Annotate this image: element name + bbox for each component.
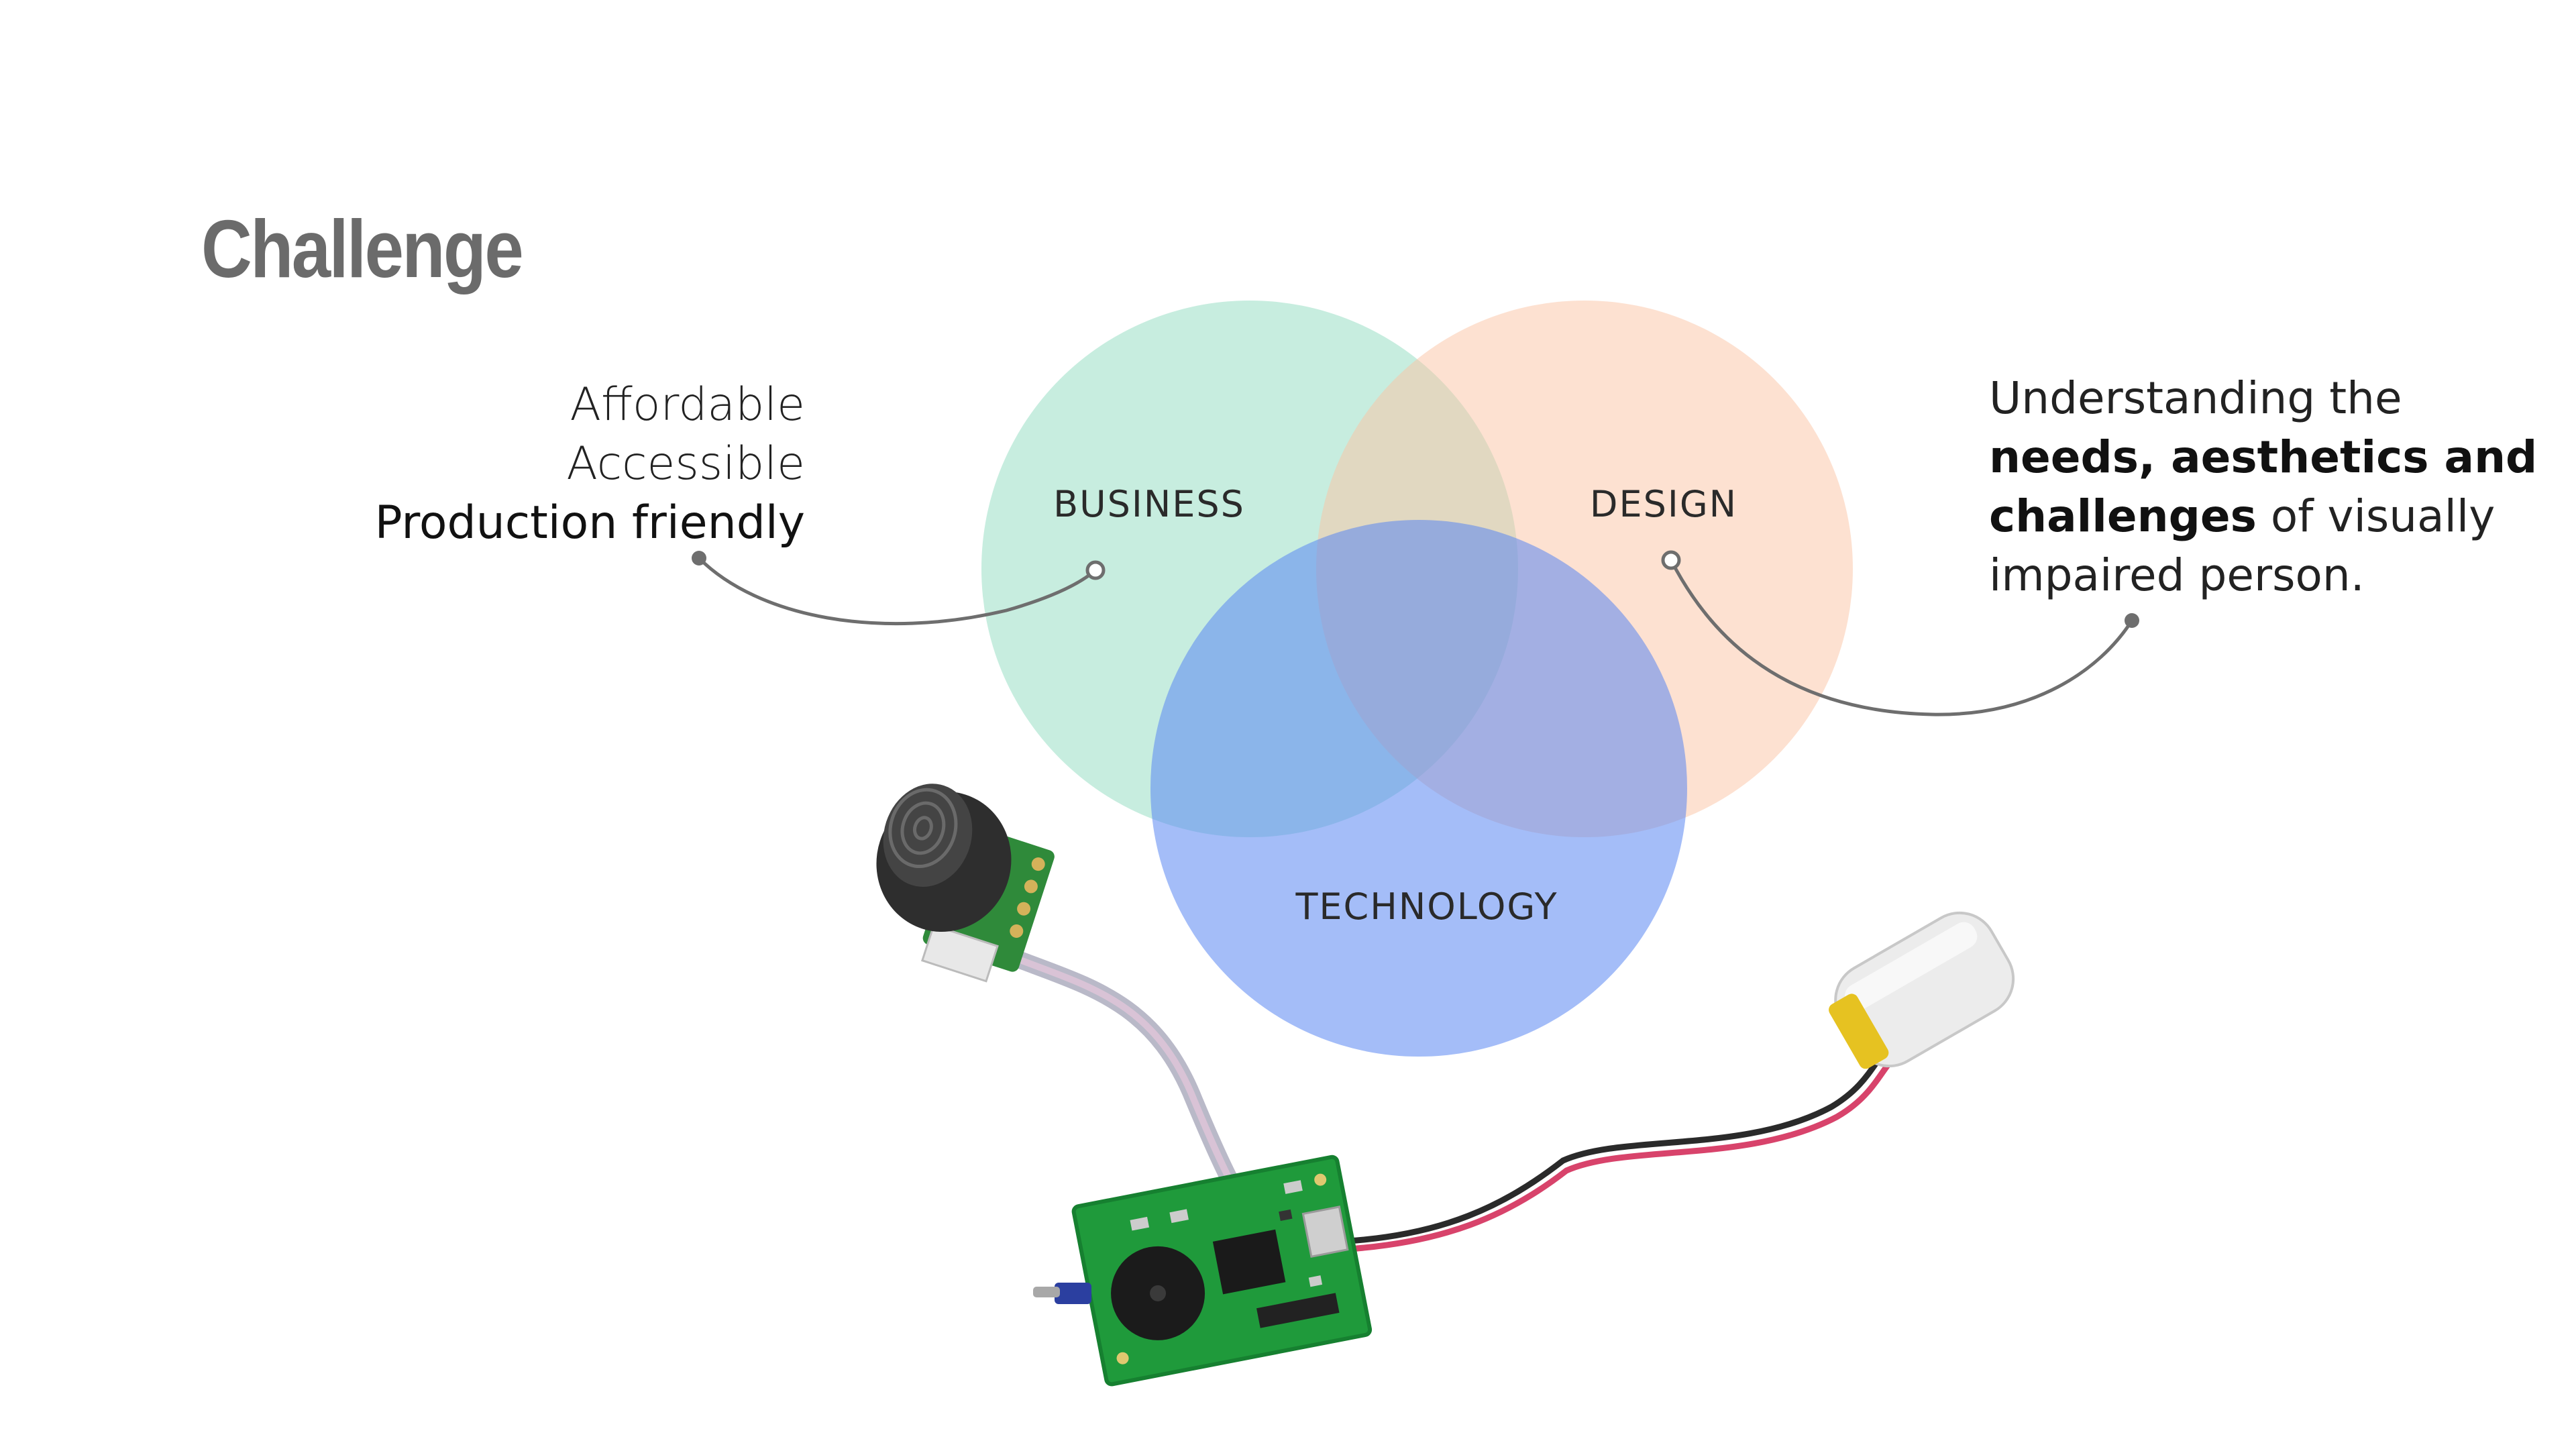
lipo-battery — [1829, 911, 2015, 1069]
ultrasonic-sensor — [876, 784, 1055, 983]
left-connector-end-ring — [1085, 560, 1106, 580]
left-callout-line-affordable: Affordable — [570, 378, 805, 431]
right-connector-end-dot — [2125, 613, 2139, 628]
venn-label-business: BUSINESS — [1053, 483, 1245, 525]
left-callout-line-production: Production friendly — [374, 496, 805, 549]
right-callout-end: of visually impaired person. — [1989, 490, 2496, 601]
hardware-photo — [876, 784, 2015, 1387]
right-callout-text: Understanding the needs, aesthetics and … — [1989, 369, 2539, 605]
power-switch — [1033, 1283, 1091, 1304]
left-callout-text: Affordable Accessible Production friendl… — [375, 376, 805, 553]
battery-wires — [1345, 1043, 1900, 1252]
left-connector — [692, 551, 1106, 626]
usb-connector — [1301, 1205, 1349, 1258]
right-callout-bold: needs, aesthetics and challenges — [1989, 431, 2538, 542]
page-title: Challenge — [201, 203, 524, 294]
venn-label-design: DESIGN — [1590, 483, 1737, 525]
battery-tape — [1829, 994, 1889, 1069]
right-connector — [1661, 550, 2139, 716]
circuit-board — [1033, 1155, 1373, 1387]
left-callout-line-accessible: Accessible — [566, 437, 805, 490]
venn-label-technology: TECHNOLOGY — [1295, 885, 1558, 928]
right-connector-start-ring — [1661, 550, 1681, 570]
venn-circles — [981, 301, 1853, 1057]
microcontroller-chip — [1212, 1229, 1286, 1295]
right-callout-intro: Understanding the — [1989, 372, 2402, 424]
venn-circle-technology — [1150, 520, 1687, 1057]
left-connector-start-dot — [692, 551, 706, 566]
